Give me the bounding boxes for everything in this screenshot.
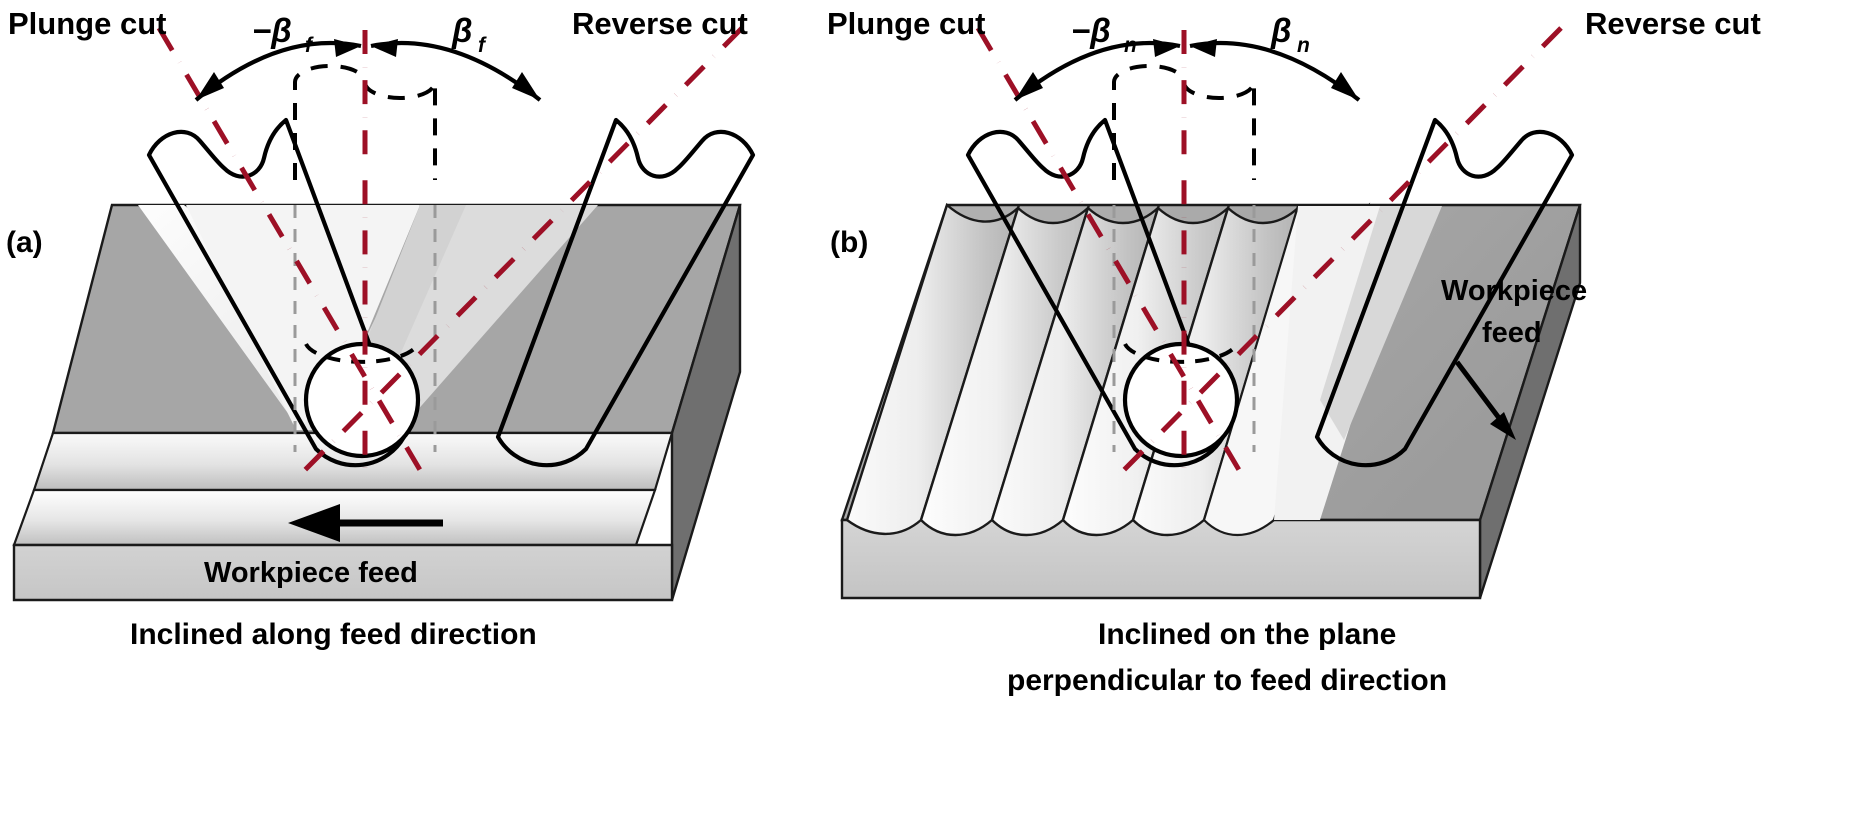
- label-plunge-cut-b: Plunge cut: [827, 6, 985, 41]
- label-feed-line2-b: feed: [1482, 317, 1542, 349]
- angle-arc-positive-arrowhead-inner-b: [1190, 39, 1217, 57]
- angle-arc-negative-arrowhead-inner-b: [1153, 39, 1180, 57]
- feed-arrow-b: [1455, 360, 1516, 440]
- groove-sweep-left-fill-a: [186, 205, 420, 430]
- angle-arc-negative-arrowhead-inner-a: [334, 39, 361, 57]
- workpiece-front-face-a2: [12, 543, 674, 602]
- groove-sweep-right-2-a: [362, 205, 466, 382]
- angle-arc-positive-arrowhead-outer-b: [1331, 72, 1359, 100]
- angle-arc-negative-arrowhead-outer-b: [1015, 72, 1043, 100]
- panel-b: Plunge cut Reverse cut −β n β n (b) Work…: [827, 6, 1761, 697]
- label-feed-line1-b: Workpiece: [1441, 275, 1587, 307]
- panel-id-b: (b): [830, 226, 868, 259]
- label-angle-positive-a: β: [451, 12, 472, 49]
- caption-a: Inclined along feed direction: [130, 618, 537, 651]
- angle-arc-positive-arrowhead-outer-a: [512, 72, 540, 100]
- label-reverse-cut-a: Reverse cut: [572, 6, 748, 41]
- tool-reverse-cut-a[interactable]: [495, 117, 756, 468]
- panel-id-a: (a): [6, 226, 43, 259]
- label-feed-a: Workpiece feed: [204, 557, 418, 589]
- caption-b-line2: perpendicular to feed direction: [1007, 664, 1447, 697]
- label-angle-negative-a: −β: [252, 12, 292, 49]
- angle-arc-negative-arrowhead-outer-a: [196, 72, 224, 100]
- label-angle-negative-sub-a: f: [305, 34, 314, 57]
- groove-sweep-right-b: [1320, 206, 1442, 440]
- panel-a: Plunge cut Reverse cut −β f β f (a) Work…: [6, 6, 756, 651]
- tool-reverse-cut-b[interactable]: [1314, 117, 1575, 468]
- tool-tip-dashed-ellipse-b: [1123, 342, 1239, 364]
- caption-b-line1: Inclined on the plane: [1098, 618, 1396, 651]
- tool-plunge-cut-a[interactable]: [146, 117, 407, 468]
- tool-tip-circle-a: [303, 341, 421, 459]
- angle-arc-positive-arrowhead-inner-a: [371, 39, 398, 57]
- tool-tip-circle-b: [1122, 341, 1240, 459]
- tool-plunge-cut-b[interactable]: [965, 117, 1226, 468]
- label-angle-positive-sub-b: n: [1297, 34, 1310, 57]
- label-reverse-cut-b: Reverse cut: [1585, 6, 1761, 41]
- label-angle-positive-sub-a: f: [478, 34, 487, 57]
- label-plunge-cut-a: Plunge cut: [8, 6, 166, 41]
- tool-tip-dashed-ellipse-a: [304, 342, 420, 364]
- label-angle-negative-b: −β: [1071, 12, 1111, 49]
- feed-arrow-a: [288, 504, 443, 542]
- label-angle-negative-sub-b: n: [1124, 34, 1137, 57]
- label-angle-positive-b: β: [1270, 12, 1291, 49]
